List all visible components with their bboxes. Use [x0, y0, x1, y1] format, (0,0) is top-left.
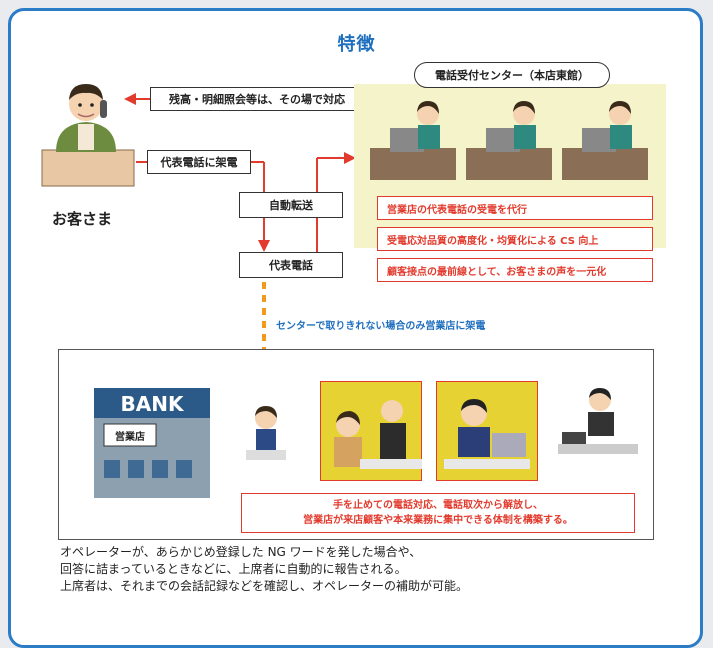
bank-building-illustration: BANK 営業店 [94, 388, 210, 498]
customer-illustration [41, 84, 135, 187]
call-main-box: 代表電話に架電 [147, 150, 251, 174]
main-phone-box: 代表電話 [239, 252, 343, 278]
escalation-note: センターで取りきれない場合のみ営業店に架電 [276, 321, 486, 332]
footer-description: オペレーターが、あらかじめ登録した NG ワードを発した場合や、 回答に詰まって… [60, 544, 468, 595]
auto-transfer-box: 自動転送 [239, 192, 343, 218]
center-feature-1: 営業店の代表電話の受電を代行 [377, 196, 653, 220]
branch-benefit-line-2: 営業店が来店顧客や本来業務に集中できる体制を構築する。 [303, 515, 573, 526]
branch-benefit-box: 手を止めての電話対応、電話取次から解放し、 営業店が来店顧客や本来業務に集中でき… [241, 493, 635, 533]
center-feature-3: 顧客接点の最前線として、お客さまの声を一元化 [377, 258, 653, 282]
store-sign: 営業店 [115, 430, 145, 443]
bank-sign: BANK [121, 392, 185, 416]
customer-label: お客さま [52, 210, 113, 228]
counter-service-illustration [320, 381, 422, 481]
operators-illustration [370, 101, 648, 180]
footer-line-3: 上席者は、それまでの会話記録などを確認し、オペレーターの補助が可能。 [60, 579, 469, 593]
footer-line-1: オペレーターが、あらかじめ登録した NG ワードを発した場合や、 [60, 545, 422, 559]
branch-benefit-line-1: 手を止めての電話対応、電話取次から解放し、 [333, 500, 543, 511]
desk-worker-illustration [558, 388, 638, 454]
footer-line-2: 回答に詰まっているときなどに、上席者に自動的に報告される。 [60, 562, 407, 576]
panel-title: 特徴 [337, 34, 376, 55]
branch-staff-phone-illustration [246, 406, 286, 460]
balance-inquiry-box: 残高・明細照会等は、その場で対応 [150, 87, 364, 111]
office-worker-illustration [436, 381, 538, 481]
call-center-label: 電話受付センター（本店東館） [414, 62, 610, 88]
center-feature-2: 受電応対品質の高度化・均質化による CS 向上 [377, 227, 653, 251]
